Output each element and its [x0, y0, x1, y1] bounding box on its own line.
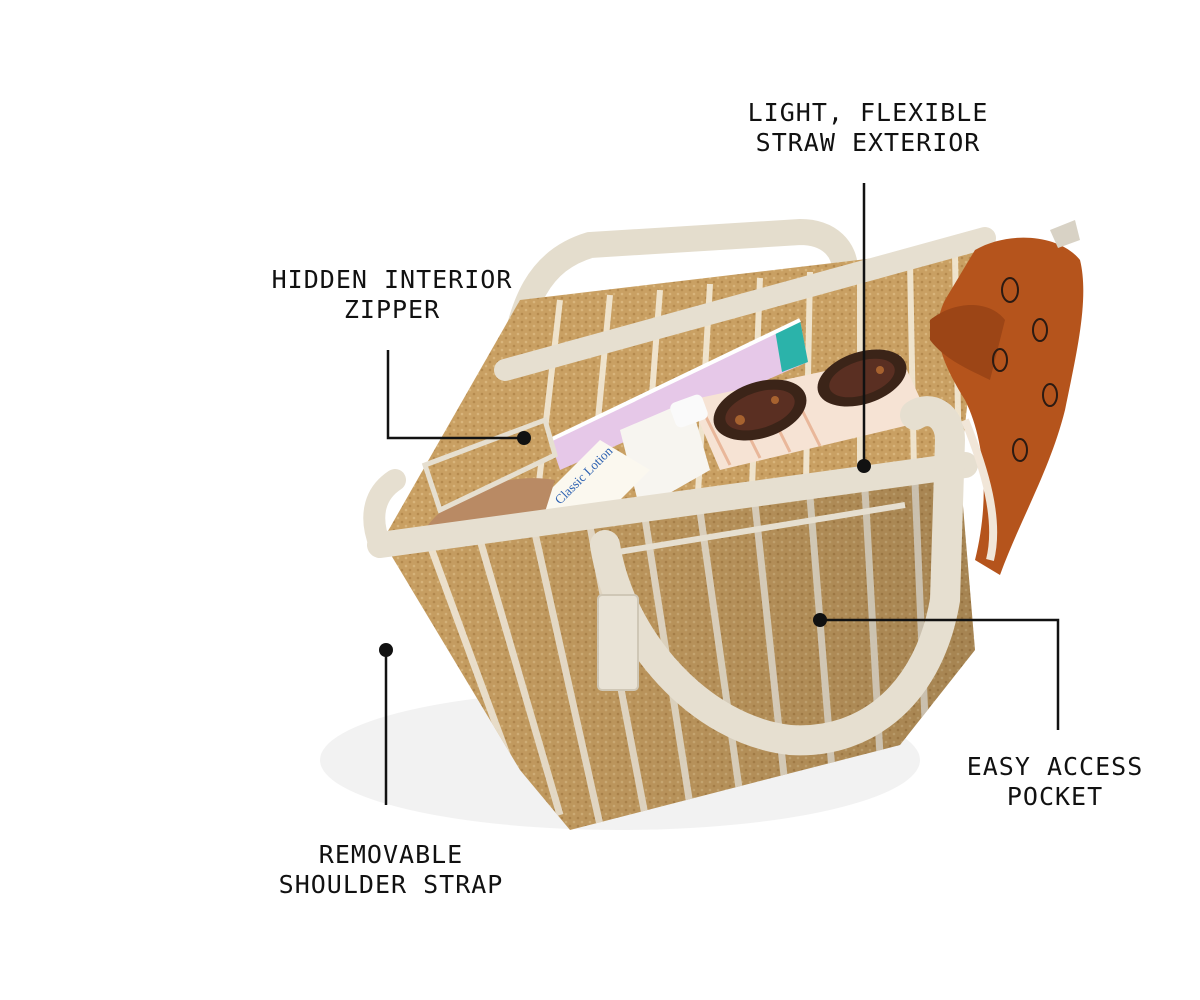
callout-line: ZIPPER: [343, 295, 441, 324]
front-rim: [367, 452, 978, 558]
back-rim: [494, 227, 996, 381]
callout-line: POCKET: [1006, 782, 1104, 811]
callout-dots: [379, 431, 871, 657]
front-handle: [590, 396, 966, 756]
silk-scarf: [930, 220, 1084, 575]
callout-hidden-zipper: HIDDEN INTERIOR ZIPPER: [242, 265, 542, 325]
dot-easy-access: [813, 613, 827, 627]
callout-lines: [384, 183, 1060, 805]
dot-removable-strap: [379, 643, 393, 657]
callout-line: EASY ACCESS: [966, 752, 1144, 781]
callout-light-flexible: LIGHT, FLEXIBLE STRAW EXTERIOR: [718, 98, 1018, 158]
callout-easy-access: EASY ACCESS POCKET: [930, 752, 1180, 812]
callout-removable-strap: REMOVABLE SHOULDER STRAP: [246, 840, 536, 900]
dot-light-flexible: [857, 459, 871, 473]
book: [550, 320, 808, 470]
leader-easy-access: [820, 618, 1060, 730]
callout-line: LIGHT, FLEXIBLE: [747, 98, 989, 127]
bottle-small: [620, 400, 710, 510]
leader-hidden-zipper: [386, 350, 524, 440]
callout-line: SHOULDER STRAP: [278, 870, 504, 899]
pocket-seam: [599, 502, 906, 558]
strap-tab: [597, 594, 639, 691]
callout-line: REMOVABLE: [318, 840, 464, 869]
sunglasses: [713, 349, 907, 441]
callout-line: HIDDEN INTERIOR: [271, 265, 513, 294]
callout-line: STRAW EXTERIOR: [755, 128, 981, 157]
dot-hidden-zipper: [517, 431, 531, 445]
